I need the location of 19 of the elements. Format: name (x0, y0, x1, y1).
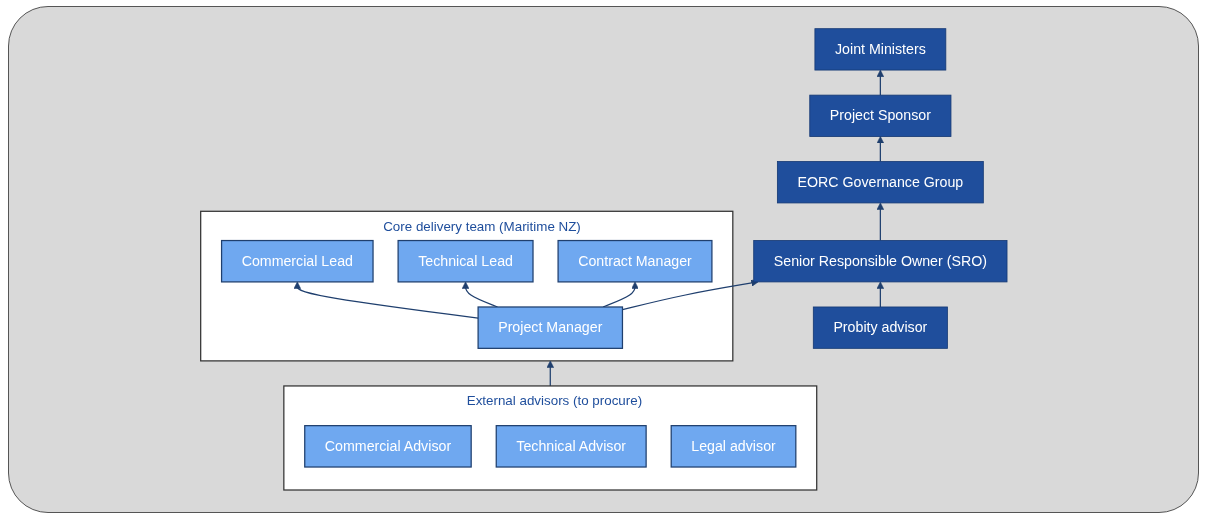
arrow (546, 360, 554, 387)
node-box: Commercial Lead (220, 240, 374, 283)
node-box: Joint Ministers (814, 28, 946, 71)
node-box: Contract Manager (557, 240, 713, 283)
arrow (876, 136, 884, 163)
node-box: Probity advisor (812, 306, 948, 349)
arrow (876, 281, 884, 308)
arrow (876, 202, 884, 242)
node-box: Commercial Advisor (303, 425, 472, 468)
arrow (461, 281, 498, 308)
node-box: Project Manager (477, 306, 623, 350)
arrow (602, 281, 639, 308)
node-box: Technical Lead (397, 240, 534, 283)
node-box: EORC Governance Group (776, 161, 984, 204)
node-box: Technical Advisor (495, 425, 647, 468)
node-box: Senior Responsible Owner (SRO) (752, 240, 1008, 283)
node-box: Legal advisor (670, 425, 797, 468)
node-box: Project Sponsor (809, 94, 951, 138)
arrow (876, 69, 884, 96)
